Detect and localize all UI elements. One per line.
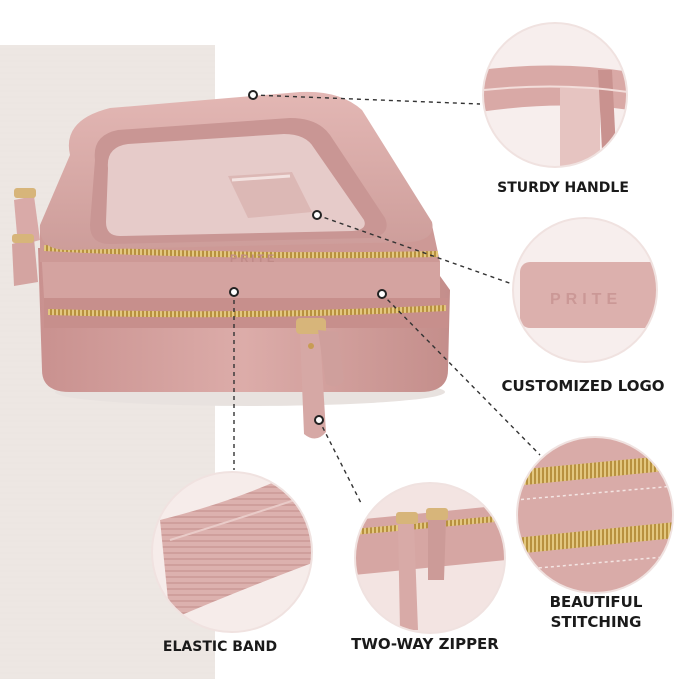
callout-lines	[233, 94, 541, 506]
detail-logo: PRITE	[513, 218, 657, 362]
detail-handle	[483, 23, 627, 167]
detail-stitching	[517, 437, 673, 593]
feature-label-elastic-band: ELASTIC BAND	[162, 639, 278, 655]
detail-logo-emboss: PRITE	[550, 291, 622, 308]
feature-label-two-way-zipper: TWO-WAY ZIPPER	[351, 635, 499, 653]
callout-dots	[229, 90, 387, 425]
cosmetic-bag: PRITE	[12, 91, 450, 439]
feature-label-sturdy-handle: STURDY HANDLE	[497, 180, 629, 196]
bag-logo-emboss: PRITE	[230, 253, 277, 265]
detail-zipper	[355, 483, 505, 633]
feature-label-stitching-line1: BEAUTIFUL	[549, 593, 643, 611]
detail-elastic	[152, 472, 312, 632]
feature-label-stitching-line2: STITCHING	[550, 613, 642, 631]
feature-label-customized-logo: CUSTOMIZED LOGO	[501, 377, 665, 395]
